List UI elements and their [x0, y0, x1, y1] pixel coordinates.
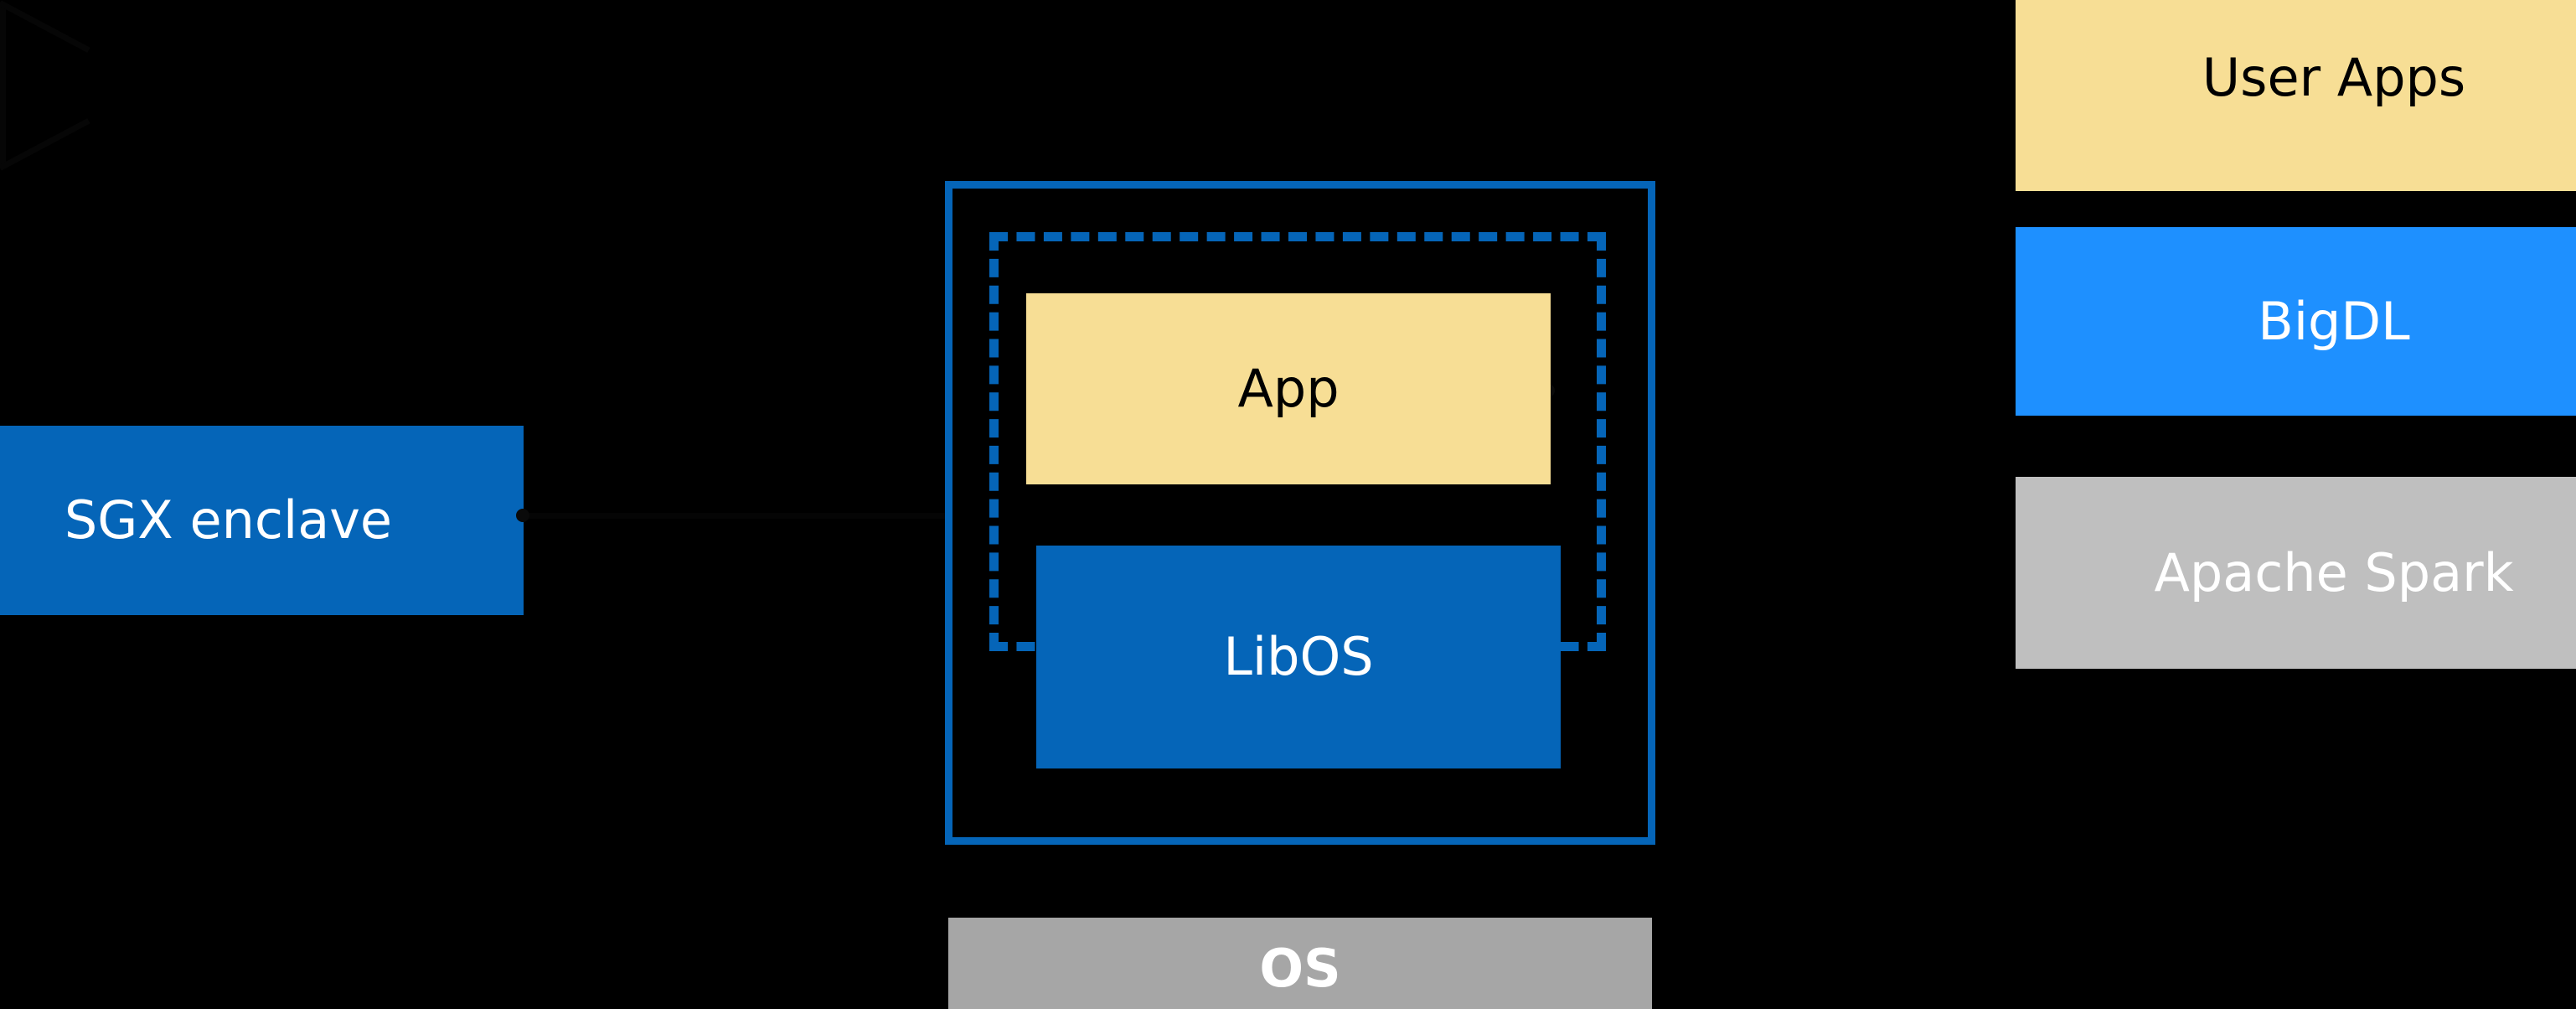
user-apps-label: User Apps — [2202, 47, 2466, 109]
connector-arrowhead-sgx-icon — [516, 509, 529, 522]
bigdl-label: BigDL — [2258, 290, 2410, 352]
user-apps-box[interactable]: User Apps — [2016, 0, 2576, 191]
sgx-enclave-label: SGX enclave — [64, 489, 393, 551]
apache-spark-box[interactable]: Apache Spark — [2016, 477, 2576, 669]
os-box[interactable]: OS — [948, 918, 1652, 1009]
bigdl-box[interactable]: BigDL — [2016, 227, 2576, 416]
connector-enclave-to-spark — [0, 118, 90, 171]
libos-box[interactable]: LibOS — [1036, 546, 1561, 768]
connector-enclave-to-user-apps — [0, 0, 90, 53]
connector-sgx-to-enclave — [519, 513, 948, 519]
libos-label: LibOS — [1223, 626, 1374, 688]
connector-app-to-right-stack — [0, 6, 6, 165]
app-box[interactable]: App — [1026, 293, 1551, 484]
sgx-enclave-box[interactable]: SGX enclave — [0, 426, 524, 615]
enclave-boundary-frame — [945, 181, 1655, 845]
apache-spark-label: Apache Spark — [2154, 541, 2514, 603]
app-label: App — [1237, 358, 1340, 420]
os-label: OS — [1259, 938, 1341, 999]
